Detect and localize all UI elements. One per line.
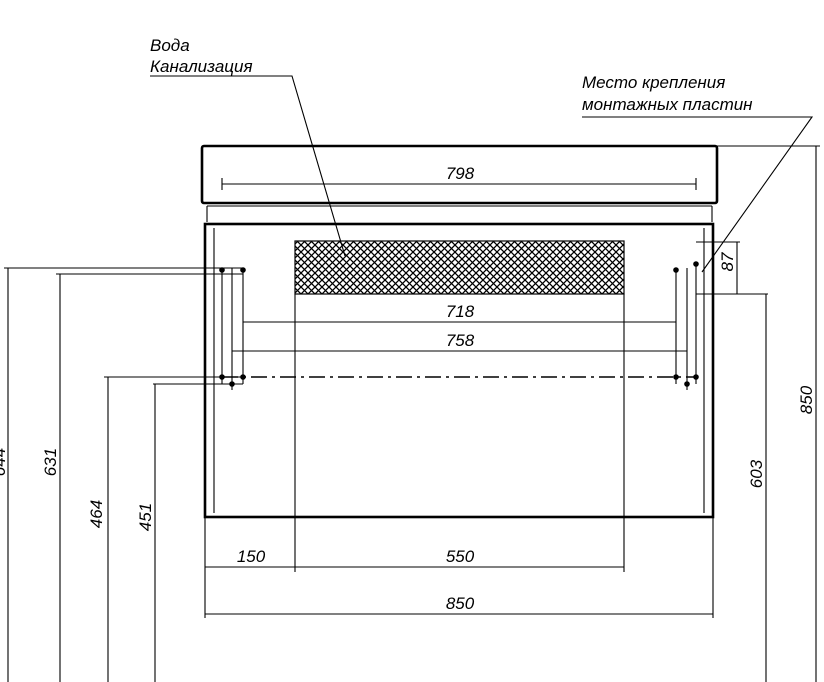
- dim-603: 603: [747, 459, 766, 488]
- horizontal-dimension-lines: [204, 178, 714, 618]
- dim-850-width: 850: [446, 594, 475, 613]
- dim-850-height: 850: [797, 385, 816, 414]
- mount-label-line1: Место крепления: [582, 73, 725, 92]
- water-label: Вода: [150, 36, 190, 55]
- vertical-dimension-lines: [7, 146, 817, 682]
- mount-label-line2: монтажных пластин: [582, 95, 753, 114]
- dim-464: 464: [87, 500, 106, 528]
- cabinet-body: [203, 222, 715, 519]
- dim-550: 550: [446, 547, 475, 566]
- mounting-plates: [219, 261, 699, 390]
- dim-451: 451: [136, 503, 155, 531]
- dim-644: 644: [0, 448, 9, 476]
- dim-87: 87: [718, 252, 737, 271]
- leader-lines: [150, 75, 814, 273]
- dim-718: 718: [446, 302, 475, 321]
- sewer-label: Канализация: [150, 57, 253, 76]
- dim-798: 798: [446, 164, 475, 183]
- height-extension-lines: [4, 145, 820, 385]
- dim-150: 150: [237, 547, 266, 566]
- dim-758: 758: [446, 331, 475, 350]
- countertop: [200, 144, 719, 222]
- dim-631: 631: [41, 448, 60, 476]
- water-sewer-zone: [294, 240, 625, 295]
